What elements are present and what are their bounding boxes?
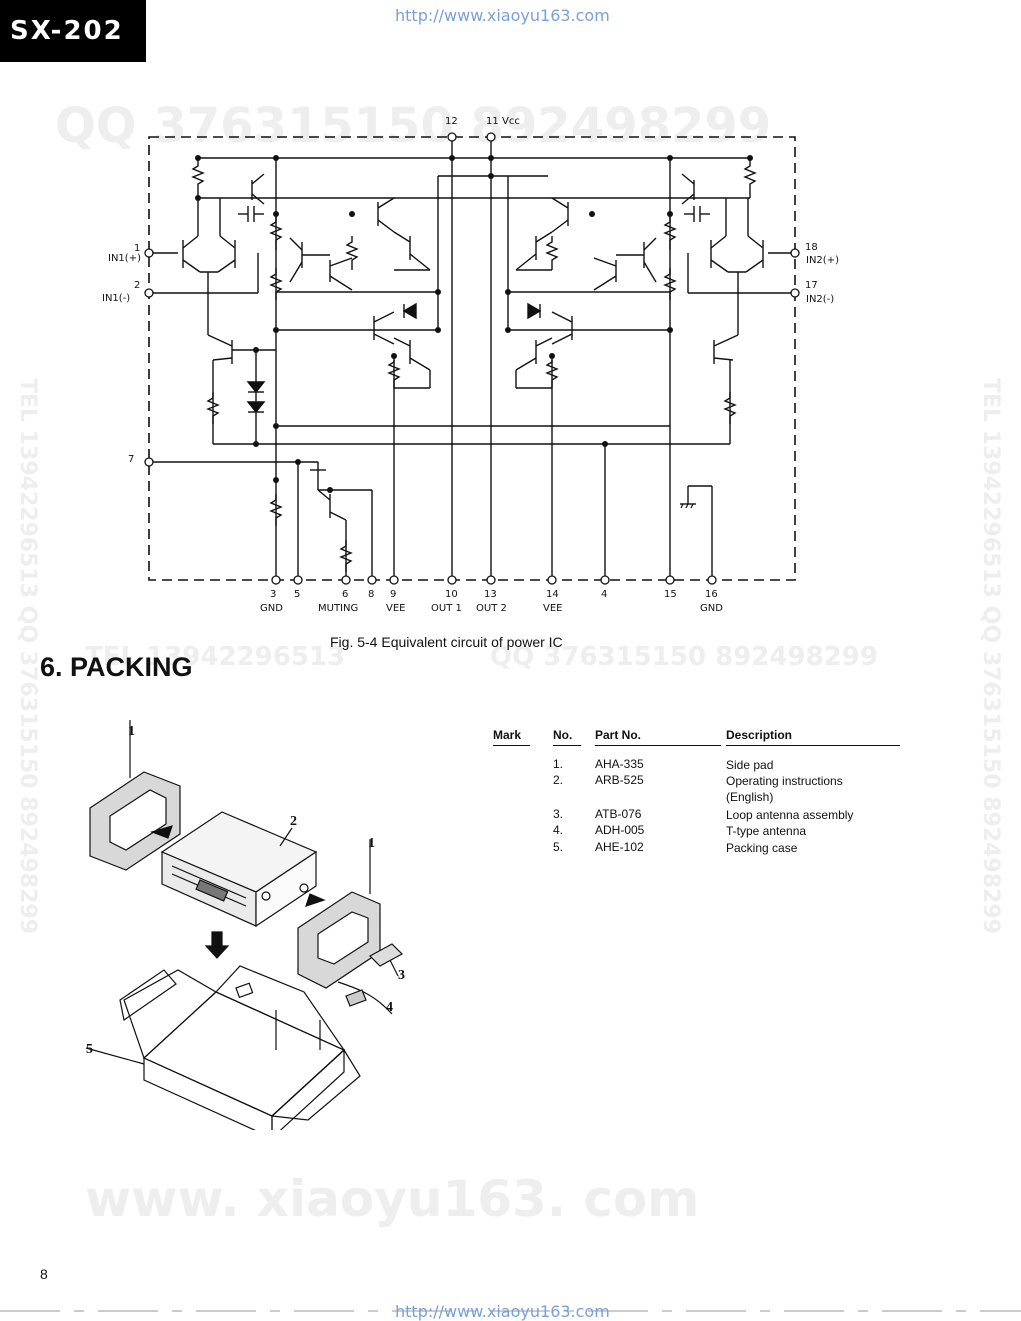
pin-18-number: 18 <box>805 242 818 253</box>
url-top[interactable]: http://www.xiaoyu163.com <box>395 6 610 25</box>
row-description: Packing case <box>726 841 798 855</box>
watermark-qq-big: QQ 376315150 892498299 <box>55 98 772 154</box>
pin-1-number: 1 <box>134 243 141 254</box>
pin-15-number: 15 <box>664 589 677 600</box>
pin-1-label: IN1(+) <box>108 253 141 264</box>
watermark-site-big: www. xiaoyu163. com <box>85 1170 700 1228</box>
packing-illustration <box>85 720 403 1130</box>
pin-18-label: IN2(+) <box>806 255 839 266</box>
header-underline-part-no <box>595 745 721 746</box>
watermark-qq-mid: QQ 376315150 892498299 <box>490 642 878 672</box>
row-no: 5. <box>553 840 564 854</box>
row-no: 4. <box>553 823 564 837</box>
model-badge: SX-202 <box>0 0 146 62</box>
figure-caption: Fig. 5-4 Equivalent circuit of power IC <box>330 634 563 650</box>
callout-1-right: 1 <box>368 836 375 851</box>
row-part-no: AHA-335 <box>595 757 644 771</box>
row-description: Operating instructions (English) <box>726 774 843 804</box>
pin-16-label: GND <box>700 603 723 614</box>
pin-6-label: MUTING <box>318 603 359 614</box>
pin-2-label: IN1(-) <box>102 293 131 304</box>
pin-9-number: 9 <box>390 589 397 600</box>
row-part-no: ATB-076 <box>595 807 642 821</box>
pin-17-number: 17 <box>805 280 818 291</box>
pin-14-number: 14 <box>546 589 559 600</box>
pin-3-number: 3 <box>270 589 277 600</box>
pin-16-number: 16 <box>705 589 718 600</box>
header-underline-no <box>553 745 581 746</box>
callout-4: 4 <box>386 1000 393 1015</box>
power-ic-equivalent-circuit <box>144 132 800 585</box>
pin-11-number: 11 <box>486 116 499 127</box>
callout-3: 3 <box>398 968 405 983</box>
pin-13-label: OUT 2 <box>476 603 507 614</box>
pin-14-label: VEE <box>543 603 563 614</box>
page-number: 8 <box>40 1266 48 1282</box>
pin-13-number: 13 <box>484 589 497 600</box>
header-mark: Mark <box>493 728 522 742</box>
callout-2: 2 <box>290 814 297 829</box>
pin-8-number: 8 <box>368 589 375 600</box>
pin-17-label: IN2(-) <box>806 294 835 305</box>
pin-9-label: VEE <box>386 603 406 614</box>
pin-10-label: OUT 1 <box>431 603 462 614</box>
row-no: 1. <box>553 757 564 771</box>
header-description: Description <box>726 728 793 742</box>
pin-12-number: 12 <box>445 116 458 127</box>
footer-rule <box>0 1310 1021 1312</box>
row-description: Loop antenna assembly <box>726 808 854 822</box>
header-underline-description <box>726 745 900 746</box>
pin-4-number: 4 <box>601 589 608 600</box>
pin-2-number: 2 <box>134 280 141 291</box>
pin-7-number: 7 <box>128 454 135 465</box>
callout-1-left: 1 <box>128 724 135 739</box>
row-no: 2. <box>553 773 564 787</box>
section-title: 6. PACKING <box>40 652 193 682</box>
url-bottom[interactable]: http://www.xiaoyu163.com <box>395 1302 610 1321</box>
header-no: No. <box>553 728 573 742</box>
row-part-no: ARB-525 <box>595 773 644 787</box>
row-no: 3. <box>553 807 564 821</box>
header-part-no: Part No. <box>595 728 642 742</box>
row-description: T-type antenna <box>726 824 807 838</box>
callout-5: 5 <box>86 1042 93 1057</box>
pin-10-number: 10 <box>445 589 458 600</box>
row-description: Side pad <box>726 758 774 772</box>
pin-6-number: 6 <box>342 589 349 600</box>
header-underline-mark <box>493 745 530 746</box>
row-part-no: ADH-005 <box>595 823 645 837</box>
row-part-no: AHE-102 <box>595 840 644 854</box>
pin-11-label: Vcc <box>502 116 520 127</box>
pin-5-number: 5 <box>294 589 301 600</box>
watermark-tel-mid: TEL 13942296513 <box>85 642 346 672</box>
pin-3-label: GND <box>260 603 283 614</box>
